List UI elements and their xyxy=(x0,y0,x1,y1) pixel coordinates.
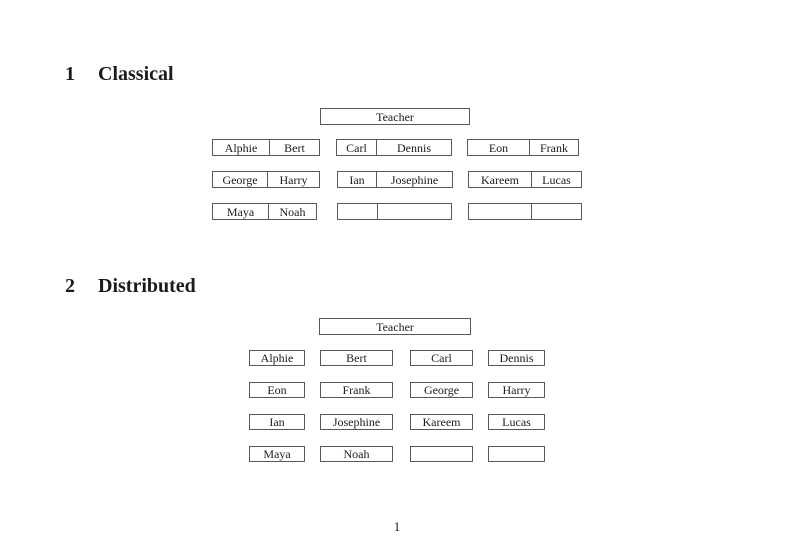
student-name: Kareem xyxy=(422,415,461,429)
student-name: Josephine xyxy=(390,172,439,187)
desk-box: Dennis xyxy=(488,350,545,366)
student-name: Carl xyxy=(431,351,452,365)
student-name: Bert xyxy=(346,351,367,365)
desk-box: Ian Josephine xyxy=(337,171,453,188)
desk-box: Alphie Bert xyxy=(212,139,320,156)
teacher-label: Teacher xyxy=(376,319,414,334)
student-name: Frank xyxy=(540,140,568,155)
section-title: Distributed xyxy=(98,275,196,297)
desk-box: Eon xyxy=(249,382,305,398)
desk-box-empty xyxy=(410,446,473,462)
empty-seat xyxy=(469,204,532,219)
section-title: Classical xyxy=(98,63,174,85)
student-name: Carl xyxy=(337,140,377,155)
student-name: Maya xyxy=(213,204,269,219)
desk-box: Alphie xyxy=(249,350,305,366)
teacher-label: Teacher xyxy=(376,109,414,124)
desk-box: George xyxy=(410,382,473,398)
desk-box-empty xyxy=(337,203,452,220)
desk-box: Kareem xyxy=(410,414,473,430)
desk-box: Carl xyxy=(410,350,473,366)
teacher-box: Teacher xyxy=(320,108,470,125)
desk-box: Josephine xyxy=(320,414,393,430)
empty-seat xyxy=(338,204,378,219)
student-name: Lucas xyxy=(542,172,571,187)
student-name: Eon xyxy=(468,140,530,155)
student-name: Ian xyxy=(338,172,377,187)
student-name: George xyxy=(213,172,268,187)
student-name: Harry xyxy=(279,172,308,187)
desk-box: Carl Dennis xyxy=(336,139,452,156)
section-number: 1 xyxy=(65,63,75,85)
desk-box: Kareem Lucas xyxy=(468,171,582,188)
section-heading-classical: 1 Classical xyxy=(65,63,174,85)
student-name: Noah xyxy=(279,204,306,219)
student-name: Kareem xyxy=(469,172,532,187)
student-name: Dennis xyxy=(397,140,431,155)
student-name: Josephine xyxy=(332,415,381,429)
student-name: Bert xyxy=(284,140,305,155)
desk-box: Maya xyxy=(249,446,305,462)
desk-box: Maya Noah xyxy=(212,203,317,220)
empty-seat xyxy=(378,204,451,219)
student-name: Dennis xyxy=(499,351,534,365)
empty-seat xyxy=(532,204,581,219)
section-heading-distributed: 2 Distributed xyxy=(65,275,196,297)
desk-box-empty xyxy=(488,446,545,462)
desk-box: Harry xyxy=(488,382,545,398)
student-name: Alphie xyxy=(213,140,270,155)
desk-box: Lucas xyxy=(488,414,545,430)
section-number: 2 xyxy=(65,275,75,297)
desk-box: Ian xyxy=(249,414,305,430)
student-name: Frank xyxy=(342,383,371,397)
desk-box: George Harry xyxy=(212,171,320,188)
desk-box-empty xyxy=(468,203,582,220)
page-number: 1 xyxy=(393,519,401,534)
student-name: Alphie xyxy=(260,351,294,365)
student-name: Maya xyxy=(263,447,291,461)
student-name: Ian xyxy=(269,415,285,429)
student-name: George xyxy=(423,383,460,397)
desk-box: Noah xyxy=(320,446,393,462)
desk-box: Bert xyxy=(320,350,393,366)
desk-box: Eon Frank xyxy=(467,139,579,156)
desk-box: Frank xyxy=(320,382,393,398)
student-name: Eon xyxy=(267,383,287,397)
student-name: Noah xyxy=(343,447,370,461)
student-name: Harry xyxy=(502,383,531,397)
student-name: Lucas xyxy=(502,415,531,429)
teacher-box: Teacher xyxy=(319,318,471,335)
